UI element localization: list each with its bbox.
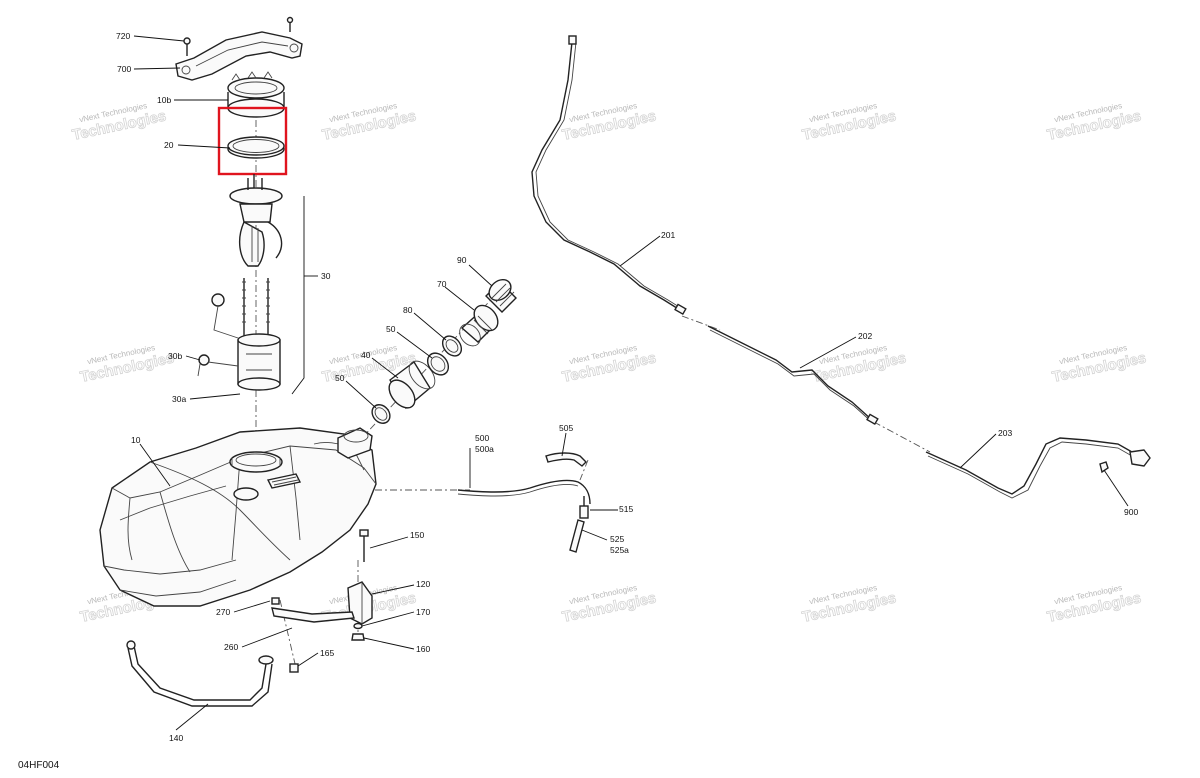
- callout-500a: 500a: [475, 444, 494, 454]
- callout-165: 165: [320, 648, 334, 658]
- callout-500: 500: [475, 433, 489, 443]
- part-10b-lock-ring[interactable]: [227, 71, 285, 118]
- callout-140: 140: [169, 733, 183, 743]
- part-50-clamp-upper[interactable]: [423, 349, 452, 379]
- callout-10b: 10b: [157, 95, 171, 105]
- callout-30a: 30a: [172, 394, 186, 404]
- part-150-bolt[interactable]: [359, 529, 369, 562]
- callout-525a: 525a: [610, 545, 629, 555]
- callout-150: 150: [410, 530, 424, 540]
- callout-160: 160: [416, 644, 430, 654]
- callout-30b: 30b: [168, 351, 182, 361]
- callout-270: 270: [216, 607, 230, 617]
- watermark: vNext Technologies Technologies: [810, 343, 908, 386]
- callout-90: 90: [457, 255, 467, 265]
- part-70-filler-neck[interactable]: [455, 301, 502, 350]
- callout-labels: 720 700 10b 20 30 30b 30a 10 90 70 80 50…: [116, 31, 1138, 743]
- part-165-clip[interactable]: [289, 663, 299, 673]
- watermark: vNext Technologies Technologies: [1050, 343, 1148, 386]
- callout-170: 170: [416, 607, 430, 617]
- watermark: vNext Technologies Technologies: [800, 101, 898, 144]
- callout-515: 515: [619, 504, 633, 514]
- part-203-fuel-line[interactable]: [925, 437, 1151, 499]
- part-80-seal[interactable]: [439, 332, 465, 359]
- callout-201: 201: [661, 230, 675, 240]
- callout-900: 900: [1124, 507, 1138, 517]
- part-515-valve[interactable]: [579, 496, 589, 519]
- part-201-fuel-line[interactable]: [531, 35, 687, 316]
- callout-260: 260: [224, 642, 238, 652]
- watermark: vNext Technologies Technologies: [560, 101, 658, 144]
- callout-80: 80: [403, 305, 413, 315]
- callout-20: 20: [164, 140, 174, 150]
- part-20-seal[interactable]: [217, 106, 288, 176]
- watermark: vNext Technologies Technologies: [1045, 583, 1143, 626]
- part-505-hose[interactable]: [545, 452, 587, 467]
- part-500-vent-hose[interactable]: [457, 479, 591, 505]
- leader-lines: [133, 35, 1129, 731]
- callout-30: 30: [321, 271, 331, 281]
- watermark: vNext Technologies Technologies: [560, 583, 658, 626]
- reference-code: 04HF004: [18, 760, 60, 771]
- highlight-box: [217, 106, 288, 176]
- callout-50-upper: 50: [386, 324, 396, 334]
- watermark: vNext Technologies Technologies: [320, 101, 418, 144]
- callout-700: 700: [117, 64, 131, 74]
- callout-525: 525: [610, 534, 624, 544]
- watermark: vNext Technologies Technologies: [70, 101, 168, 144]
- callout-203: 203: [998, 428, 1012, 438]
- part-700-bracket[interactable]: [175, 31, 303, 81]
- callout-202: 202: [858, 331, 872, 341]
- watermark: vNext Technologies Technologies: [1045, 101, 1143, 144]
- callout-70: 70: [437, 279, 447, 289]
- part-202-fuel-line[interactable]: [707, 325, 879, 426]
- part-900-clip[interactable]: [1099, 461, 1109, 474]
- callout-505: 505: [559, 423, 573, 433]
- part-140-strap[interactable]: [126, 640, 274, 707]
- part-720-bolt[interactable]: [183, 16, 294, 57]
- callout-720: 720: [116, 31, 130, 41]
- callout-10: 10: [131, 435, 141, 445]
- watermark: vNext Technologies Technologies: [800, 583, 898, 626]
- part-30-fuel-pump-module[interactable]: [197, 174, 318, 395]
- callout-50-lower: 50: [335, 373, 345, 383]
- part-90-fuel-cap[interactable]: [485, 275, 517, 313]
- callout-40: 40: [361, 350, 371, 360]
- part-525-tube[interactable]: [569, 519, 585, 553]
- part-270-bolt[interactable]: [271, 597, 280, 605]
- part-10-fuel-tank[interactable]: [99, 427, 377, 607]
- watermark: vNext Technologies Technologies: [78, 343, 176, 386]
- part-260-strap[interactable]: [271, 607, 355, 623]
- part-40-filler-hose[interactable]: [384, 356, 440, 412]
- watermark: vNext Technologies Technologies: [560, 343, 658, 386]
- part-170-washer[interactable]: [353, 622, 363, 630]
- part-160-nut[interactable]: [351, 633, 365, 641]
- callout-120: 120: [416, 579, 430, 589]
